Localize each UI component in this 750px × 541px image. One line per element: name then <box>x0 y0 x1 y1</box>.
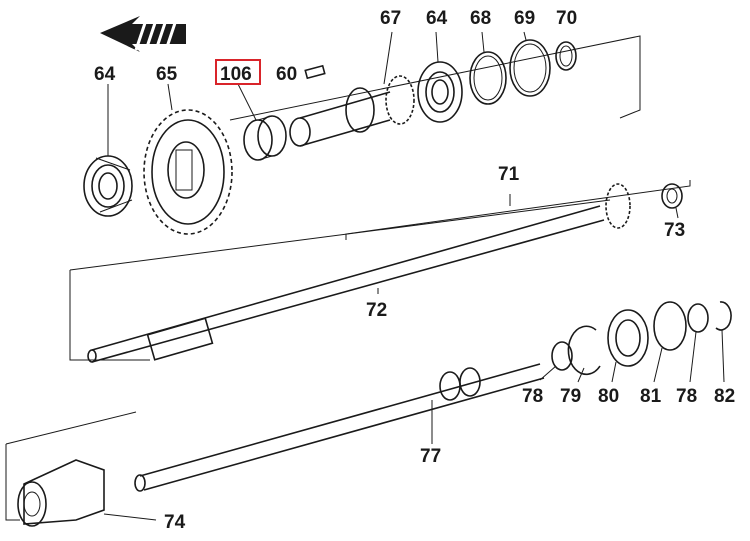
label-77: 77 <box>420 446 441 467</box>
label-65: 65 <box>156 64 178 85</box>
label-64-left: 64 <box>94 64 116 85</box>
label-74: 74 <box>164 512 186 533</box>
label-82: 82 <box>714 386 735 407</box>
label-67: 67 <box>380 8 401 29</box>
key-60 <box>304 64 326 80</box>
ring-69 <box>509 31 551 97</box>
label-71: 71 <box>498 164 520 185</box>
label-78-right: 78 <box>676 386 697 407</box>
label-69: 69 <box>514 8 535 29</box>
label-72: 72 <box>366 300 387 321</box>
ring-78-right <box>687 303 709 383</box>
cluster-67 <box>289 31 415 147</box>
highlight-box-106 <box>215 59 261 85</box>
label-73: 73 <box>664 220 685 241</box>
label-80: 80 <box>598 386 619 407</box>
label-70: 70 <box>556 8 577 29</box>
ring-81 <box>653 301 687 383</box>
label-79: 79 <box>560 386 581 407</box>
coupling-74 <box>5 411 157 527</box>
upper-assembly-frame <box>229 35 641 121</box>
bushing-73 <box>661 183 683 219</box>
label-106: 106 <box>220 64 252 85</box>
bearing-80 <box>607 309 649 383</box>
ring-70 <box>555 41 577 71</box>
label-64-right: 64 <box>426 8 448 29</box>
ring-78-left <box>539 341 573 381</box>
label-68: 68 <box>470 8 491 29</box>
label-60: 60 <box>276 64 297 85</box>
circlip-79 <box>567 325 601 383</box>
bearing-64-left <box>83 84 133 217</box>
bearing-64-right <box>417 31 463 123</box>
shaft-72 <box>69 183 631 363</box>
label-81: 81 <box>640 386 662 407</box>
shaft-77 <box>134 363 545 492</box>
gear-65 <box>143 83 233 235</box>
bushing-106 <box>237 83 287 161</box>
front-direction-arrow <box>100 16 186 52</box>
brace-71 <box>345 180 691 240</box>
label-78-left: 78 <box>522 386 543 407</box>
circlip-82 <box>715 301 732 383</box>
ring-68 <box>469 31 507 105</box>
